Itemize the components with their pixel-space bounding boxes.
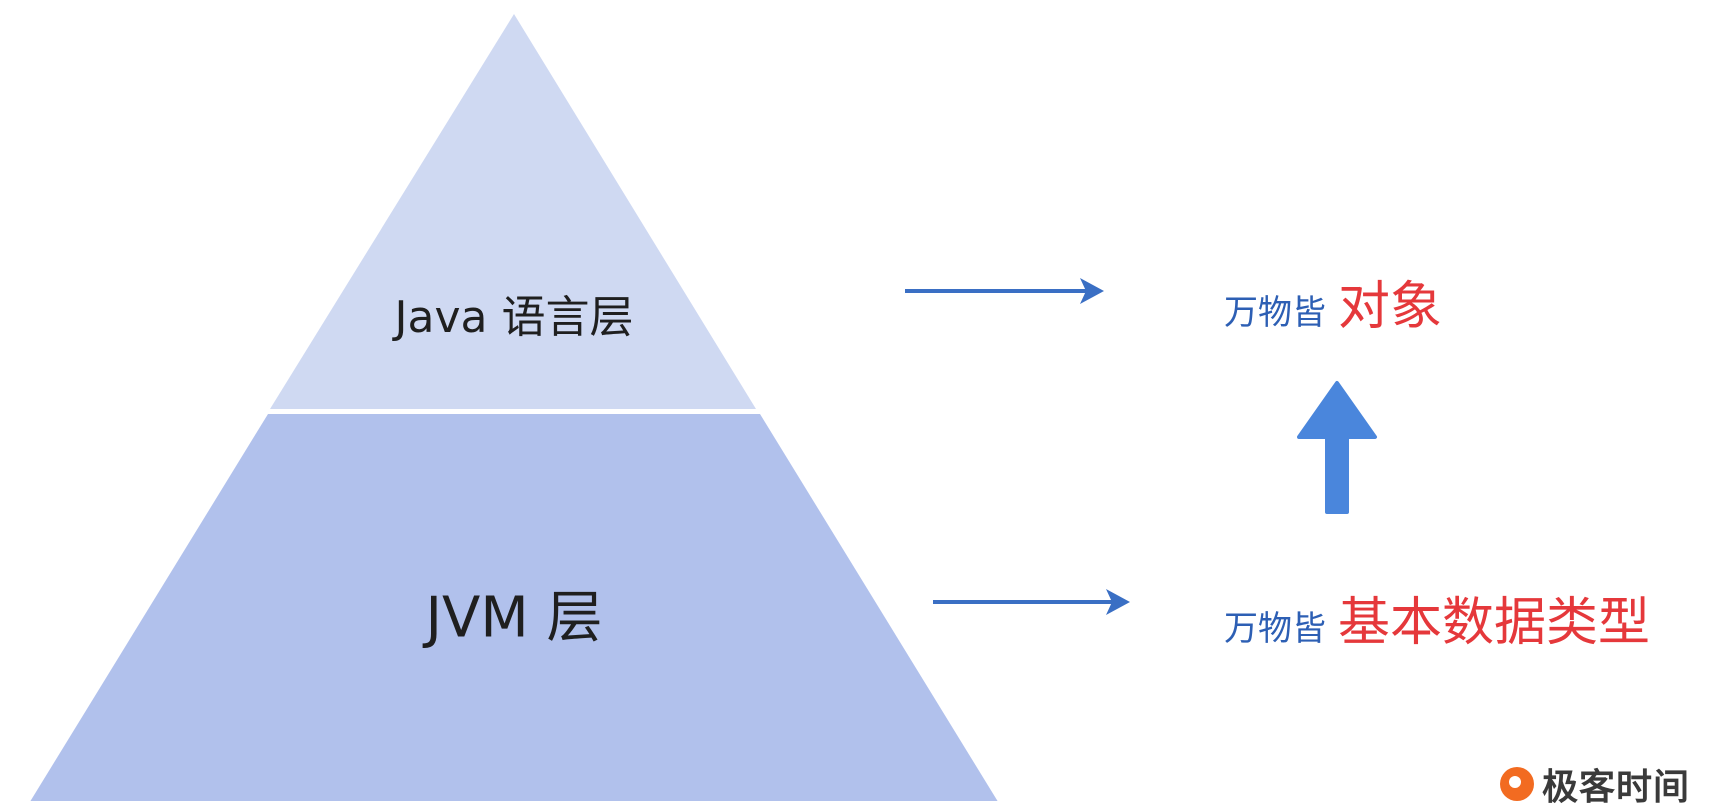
jvm-layer-label: JVM 层 — [425, 585, 603, 651]
arrow-right-bottom — [933, 589, 1130, 615]
arrow-up — [1297, 381, 1377, 514]
caption-top-highlight: 对象 — [1338, 277, 1443, 337]
geektime-logo-icon — [1500, 767, 1534, 801]
caption-everything-is-object: 万物皆 对象 — [1224, 264, 1442, 339]
caption-bottom-highlight: 基本数据类型 — [1338, 593, 1651, 653]
caption-everything-is-primitive: 万物皆 基本数据类型 — [1224, 580, 1650, 655]
pyramid-top-layer — [270, 14, 756, 409]
java-language-layer-label: Java 语言层 — [394, 292, 634, 343]
caption-top-prefix: 万物皆 — [1224, 293, 1326, 333]
arrow-right-top — [905, 278, 1104, 304]
pyramid-bottom-layer — [30, 414, 998, 801]
caption-bottom-prefix: 万物皆 — [1224, 609, 1326, 649]
geektime-logo-text: 极客时间 — [1542, 767, 1691, 804]
geektime-logo: 极客时间 — [1500, 764, 1690, 804]
